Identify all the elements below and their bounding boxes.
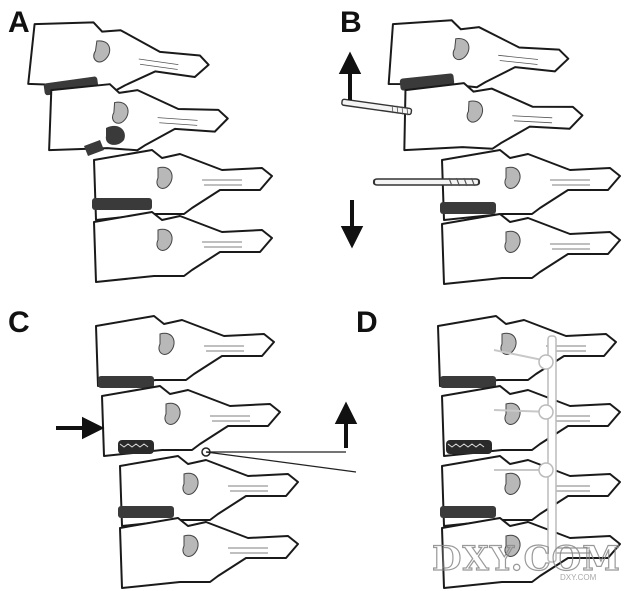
arrow-right-icon (56, 416, 105, 440)
vertebra-a4 (93, 211, 273, 283)
arrow-up-icon (334, 401, 358, 448)
arrow-up-icon (338, 51, 362, 100)
disc-d1 (440, 376, 496, 388)
disc-c2 (118, 506, 174, 518)
arrow-down-icon (340, 200, 364, 249)
disc-c1 (98, 376, 154, 388)
distraction-screw-lower (372, 176, 481, 188)
disc-a2 (92, 198, 152, 210)
disc-b2 (440, 202, 496, 214)
vertebra-b2 (401, 79, 585, 161)
vertebra-d1 (437, 315, 617, 387)
fixation-rod-d (493, 335, 557, 563)
watermark-logo: DXY.COM DXY.COM (431, 538, 621, 582)
panel-label-d: D (356, 306, 378, 339)
disc-d2 (440, 506, 496, 518)
panel-label-a: A (8, 6, 30, 39)
vertebra-c1 (95, 315, 275, 387)
panel-label-b: B (340, 6, 362, 39)
panel-b: B (338, 6, 621, 285)
svg-text:DXY.COM: DXY.COM (560, 573, 597, 582)
bone-graft-c (118, 440, 154, 454)
panel-c: C (8, 306, 358, 589)
panel-d: D (356, 306, 621, 589)
vertebra-b4 (441, 213, 621, 285)
dislocated-facet-a (84, 125, 125, 156)
svg-text:DXY.COM: DXY.COM (432, 539, 621, 579)
bone-graft-d (446, 440, 492, 454)
reduction-wires-c (201, 447, 357, 473)
panel-a: A (8, 6, 273, 283)
vertebra-a2 (46, 79, 231, 164)
panel-label-c: C (8, 306, 30, 339)
vertebra-c4 (119, 517, 299, 589)
distraction-screw-upper (340, 97, 413, 117)
